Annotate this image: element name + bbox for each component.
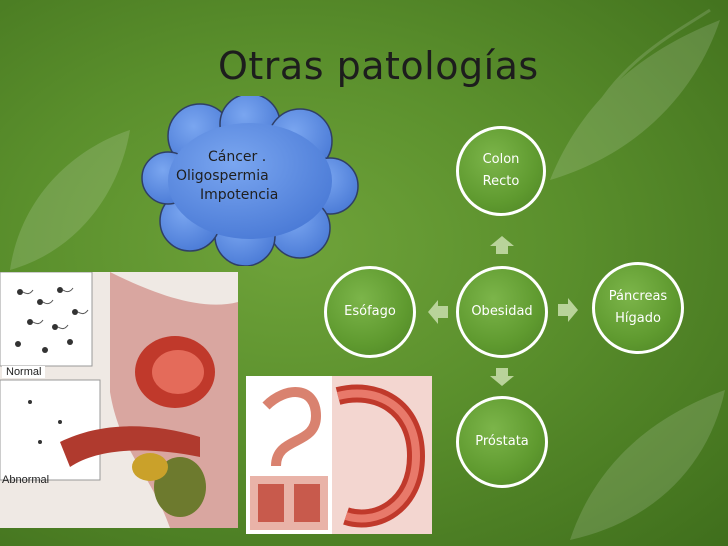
diagram-node-obesidad: Obesidad [456, 266, 548, 358]
cloud-line-impotencia: Impotencia [200, 187, 279, 203]
node-label-recto: Recto [482, 174, 520, 189]
diagram-node-colon-recto: Colon Recto [456, 126, 546, 216]
diagram-node-pancreas-higado: Páncreas Hígado [592, 262, 684, 354]
node-label-colon: Colon [482, 152, 520, 167]
cloud-line-cancer: Cáncer . [208, 149, 267, 165]
leaf-decoration-icon [570, 390, 725, 540]
colon-anatomy-image [246, 376, 432, 534]
diagram-node-prostata: Próstata [456, 396, 548, 488]
diagram-node-esofago: Esófago [324, 266, 416, 358]
node-label-higado: Hígado [615, 311, 661, 326]
node-label-prostata: Próstata [475, 434, 529, 449]
node-label-pancreas: Páncreas [608, 289, 668, 304]
anatomy-illustration [0, 272, 238, 528]
slide-title: Otras patologías [218, 44, 539, 88]
arrow-down-icon [490, 368, 514, 386]
label-abnormal: Abnormal [2, 474, 50, 486]
leaf-decoration-icon [10, 130, 130, 270]
arrow-right-icon [558, 298, 578, 322]
label-normal: Normal [2, 366, 46, 378]
arrow-up-icon [490, 236, 514, 254]
colon-illustration [246, 376, 432, 534]
cloud-text: Cáncer . Oligospermia Impotencia [140, 148, 344, 205]
node-label-obesidad: Obesidad [471, 304, 533, 319]
cloud-shape [141, 96, 359, 266]
leaf-decoration-icon [550, 8, 720, 180]
node-label-esofago: Esófago [344, 304, 396, 319]
male-anatomy-image: Normal Abnormal [0, 272, 238, 528]
arrow-left-icon [428, 300, 448, 324]
cloud-line-oligospermia: Oligospermia [176, 168, 269, 184]
